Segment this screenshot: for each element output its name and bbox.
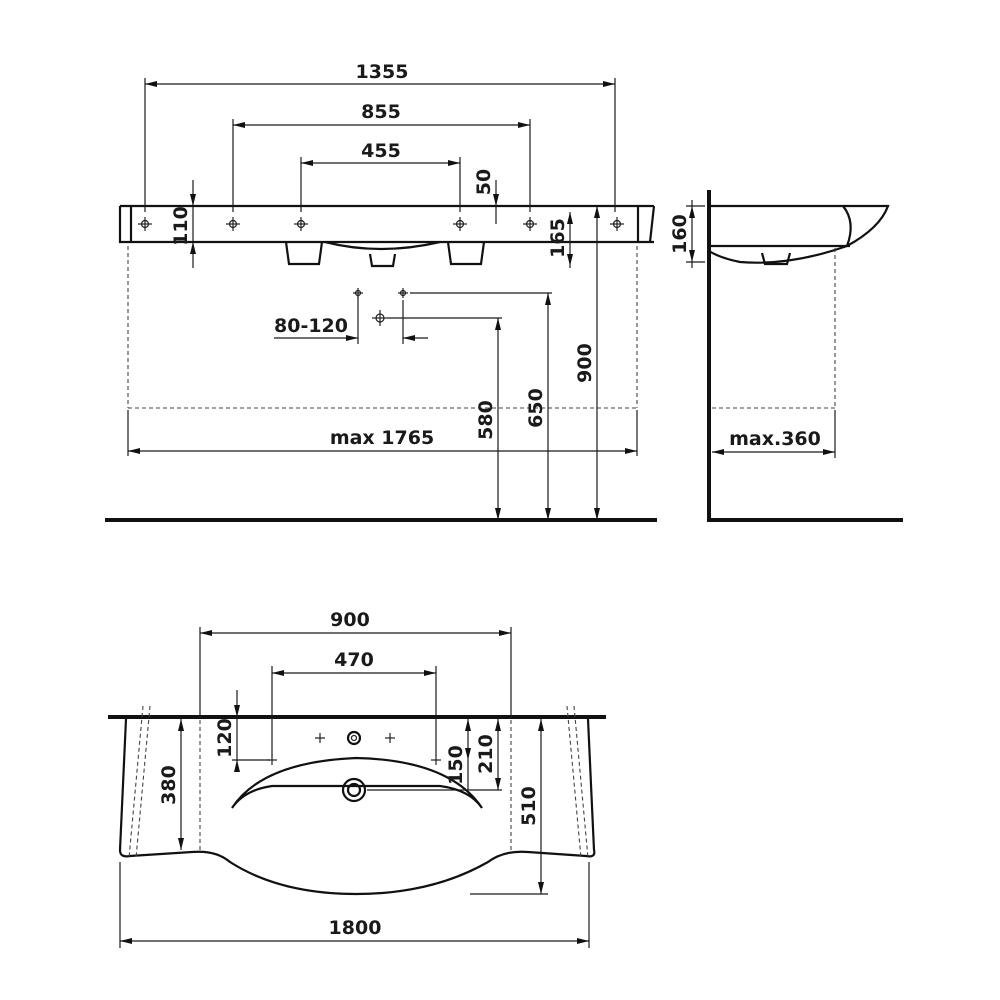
drain-icon xyxy=(341,777,367,803)
front-cabinet-dashed xyxy=(127,246,638,409)
dim-900-width: 900 xyxy=(199,609,512,718)
cross-mark-icon xyxy=(315,733,325,743)
side-view: 160 max.360 xyxy=(669,190,903,522)
dim-210: 210 xyxy=(367,719,502,791)
top-basin-outline xyxy=(118,718,596,896)
dim-label-120: 120 xyxy=(214,718,236,758)
dim-label-110: 110 xyxy=(170,206,192,246)
dim-650: 650 xyxy=(410,292,552,520)
dim-label-80-120: 80-120 xyxy=(274,315,348,337)
dim-580: 580 xyxy=(388,317,502,520)
dim-label-510: 510 xyxy=(518,786,540,826)
dim-470: 470 xyxy=(271,649,437,756)
dim-label-380: 380 xyxy=(158,765,180,805)
dim-120: 120 xyxy=(214,690,270,772)
dim-label-160: 160 xyxy=(669,214,691,254)
front-basin-outline xyxy=(118,204,656,268)
dim-label-650: 650 xyxy=(525,388,547,428)
mount-hole-icon xyxy=(453,217,467,231)
dim-label-50: 50 xyxy=(473,169,495,195)
mount-hole-icon xyxy=(523,217,537,231)
dim-1800: 1800 xyxy=(119,862,590,948)
front-view: 1355 855 455 50 xyxy=(105,61,657,522)
dim-label-165: 165 xyxy=(547,218,569,258)
dim-max-360: max.360 xyxy=(712,410,836,458)
dim-label-210: 210 xyxy=(475,734,497,774)
tap-hole-icon xyxy=(346,730,362,746)
mount-hole-icon xyxy=(610,217,624,231)
tap-position-marks xyxy=(267,733,441,765)
dim-900-height: 900 xyxy=(574,206,600,520)
dim-165: 165 xyxy=(547,212,573,268)
waste-marker-icon xyxy=(398,288,408,298)
dim-label-max-360: max.360 xyxy=(729,428,821,450)
cross-mark-icon xyxy=(385,733,395,743)
dim-max-1765: max 1765 xyxy=(127,410,638,456)
dim-label-900-width: 900 xyxy=(330,609,370,631)
dim-150: 150 xyxy=(445,719,471,790)
dim-label-max-1765: max 1765 xyxy=(330,427,434,449)
dim-855: 855 xyxy=(232,101,531,212)
top-view: 900 470 120 150 xyxy=(108,609,606,948)
side-cabinet-dashed xyxy=(712,248,836,409)
dim-label-455: 455 xyxy=(361,140,401,162)
dim-label-1800: 1800 xyxy=(329,917,382,939)
dim-label-1355: 1355 xyxy=(356,61,409,83)
dim-label-900-height: 900 xyxy=(574,343,596,383)
waste-marker-icon xyxy=(372,310,388,326)
dim-label-580: 580 xyxy=(475,400,497,440)
dim-80-120: 80-120 xyxy=(274,296,428,344)
mount-holes xyxy=(138,217,624,231)
dim-label-855: 855 xyxy=(361,101,401,123)
top-break-lines xyxy=(128,705,589,859)
dim-160: 160 xyxy=(669,200,705,268)
top-cabinet-dashed xyxy=(199,720,512,850)
side-basin-outline xyxy=(708,204,890,266)
cross-mark-icon xyxy=(431,755,441,765)
dim-510: 510 xyxy=(470,719,548,895)
mount-hole-icon xyxy=(294,217,308,231)
dim-label-150: 150 xyxy=(445,745,467,785)
dim-455: 455 xyxy=(300,140,461,212)
dim-380: 380 xyxy=(158,719,184,850)
mount-hole-icon xyxy=(226,217,240,231)
dim-50: 50 xyxy=(473,169,499,224)
mount-hole-icon xyxy=(138,217,152,231)
dim-label-470: 470 xyxy=(334,649,374,671)
waste-connection-markers xyxy=(353,288,408,326)
dim-1355: 1355 xyxy=(144,61,616,212)
dim-110: 110 xyxy=(170,180,196,268)
